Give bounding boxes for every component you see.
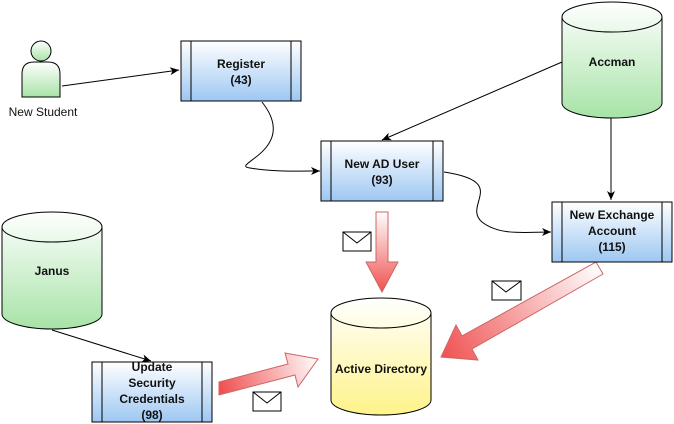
process-title-cont: Account	[588, 224, 636, 238]
process-title: Register	[217, 57, 265, 71]
edge-accman-aduser	[381, 61, 563, 141]
process-count: (115)	[598, 240, 625, 254]
person-icon	[21, 40, 61, 98]
edge-janus-credentials	[51, 329, 152, 363]
datastore-active-directory: Active Directory	[330, 297, 432, 416]
actor-label: New Student	[9, 105, 78, 119]
edge-aduser-exchange	[443, 171, 552, 237]
process-count: (93)	[371, 173, 392, 187]
process-new-exchange-account: New Exchange Account (115)	[551, 201, 673, 263]
process-title: Update	[132, 360, 173, 374]
process-title-cont: Credentials	[119, 392, 185, 406]
actor-new-student: New Student	[9, 40, 78, 119]
block-arrow-exchange-ad	[440, 261, 604, 361]
process-count: (43)	[230, 73, 251, 87]
process-register: Register (43)	[180, 40, 302, 102]
process-new-ad-user: New AD User (93)	[320, 140, 444, 202]
datastore-label: Accman	[589, 55, 636, 69]
edge-student-register	[61, 67, 180, 87]
envelope-icon	[342, 231, 372, 252]
edge-register-aduser	[245, 101, 321, 176]
datastore-accman: Accman	[561, 1, 663, 119]
process-update-security-credentials: Update Security Credentials (98)	[91, 360, 213, 423]
block-arrow-credentials-ad	[218, 352, 319, 396]
process-title: New Exchange	[570, 208, 655, 222]
envelope-icon	[491, 280, 522, 301]
datastore-janus: Janus	[1, 211, 103, 330]
envelope-icon	[252, 391, 282, 412]
process-title-cont: Security	[128, 376, 176, 390]
datastore-label: Active Directory	[335, 362, 427, 376]
process-title: New AD User	[345, 157, 420, 171]
block-arrow-aduser-ad	[365, 211, 399, 294]
datastore-label: Janus	[35, 264, 70, 278]
process-count: (98)	[141, 408, 162, 422]
